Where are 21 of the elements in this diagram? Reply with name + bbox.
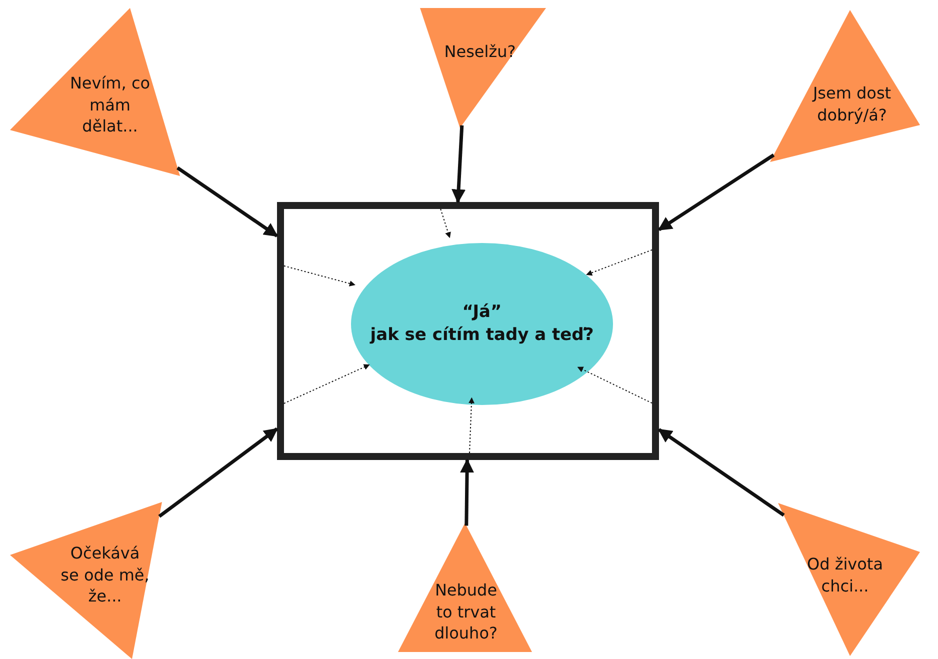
question-text: Nebude to trvat dlouho? — [434, 580, 498, 644]
question-text: Neselžu? — [443, 41, 517, 63]
arrow — [658, 428, 785, 517]
question-text: Od života chci... — [806, 553, 884, 597]
arrow — [158, 427, 278, 518]
question-text: Nevím, co mám dělat... — [68, 72, 152, 138]
arrow — [284, 364, 370, 404]
arrow — [460, 458, 474, 526]
arrow — [452, 125, 466, 204]
arrow — [658, 154, 775, 232]
arrow — [577, 366, 652, 404]
arrow — [284, 265, 356, 286]
arrow — [586, 249, 652, 276]
frame-box — [277, 202, 659, 460]
arrow — [468, 397, 474, 454]
question-text: Jsem dost dobrý/á? — [811, 82, 892, 126]
arrow — [440, 208, 451, 238]
heading-text: “Já” — [461, 301, 503, 324]
question-text: Očekává se ode mě, že... — [60, 542, 150, 608]
question-text: jak se cítím tady a teď? — [368, 324, 595, 347]
arrow — [176, 166, 278, 238]
